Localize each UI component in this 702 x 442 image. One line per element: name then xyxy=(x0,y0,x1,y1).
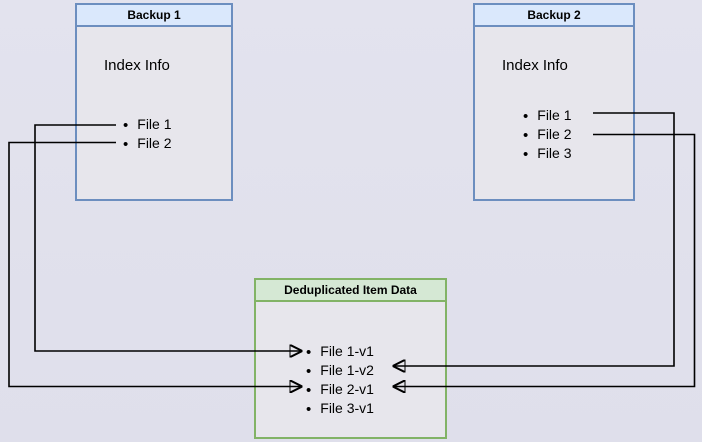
backup1-index-info-label: Index Info xyxy=(104,57,170,74)
backup1-file-list: File 1 File 2 xyxy=(123,115,171,153)
dedup-item-list: File 1-v1 File 1-v2 File 2-v1 File 3-v1 xyxy=(306,342,374,418)
dedup-header: Deduplicated Item Data xyxy=(256,280,445,302)
dedup-title: Deduplicated Item Data xyxy=(284,283,417,297)
backup1-title: Backup 1 xyxy=(127,8,181,22)
dedup-item-file3-v1: File 3-v1 xyxy=(306,399,374,418)
backup1-file-1: File 1 xyxy=(123,115,171,134)
deduplicated-item-data-box: Deduplicated Item Data File 1-v1 File 1-… xyxy=(254,278,447,439)
backup2-index-info-label: Index Info xyxy=(502,57,568,74)
dedup-item-file1-v2: File 1-v2 xyxy=(306,361,374,380)
backup2-file-1: File 1 xyxy=(523,106,571,125)
backup1-header: Backup 1 xyxy=(77,5,231,27)
dedup-item-file1-v1: File 1-v1 xyxy=(306,342,374,361)
backup1-box: Backup 1 Index Info File 1 File 2 xyxy=(75,3,233,201)
dedup-item-file2-v1: File 2-v1 xyxy=(306,380,374,399)
backup1-file-2: File 2 xyxy=(123,134,171,153)
backup2-file-2: File 2 xyxy=(523,125,571,144)
backup2-file-3: File 3 xyxy=(523,144,571,163)
backup2-box: Backup 2 Index Info File 1 File 2 File 3 xyxy=(473,3,635,201)
backup2-title: Backup 2 xyxy=(527,8,581,22)
backup2-file-list: File 1 File 2 File 3 xyxy=(523,106,571,163)
backup2-header: Backup 2 xyxy=(475,5,633,27)
